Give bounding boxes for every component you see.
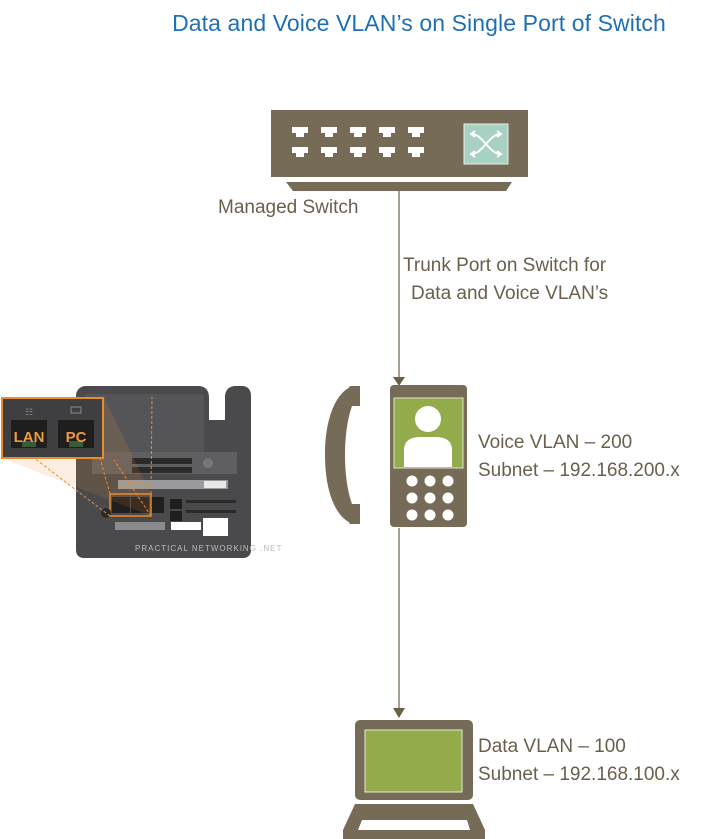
port-callout: LAN PC ☷ xyxy=(1,397,104,459)
switch-port xyxy=(350,127,366,137)
data-subnet-label: Subnet – 192.168.100.x xyxy=(478,764,680,785)
keypad xyxy=(406,475,454,521)
diagram-title: Data and Voice VLAN’s on Single Port of … xyxy=(172,10,666,36)
svg-text:☷: ☷ xyxy=(25,407,33,417)
keypad-button xyxy=(442,475,454,487)
keypad-button xyxy=(442,509,454,521)
trunk-label-line1: Trunk Port on Switch for xyxy=(403,255,607,276)
voice-subnet-label: Subnet – 192.168.200.x xyxy=(478,460,680,481)
switch-port xyxy=(321,147,337,157)
laptop-icon[interactable] xyxy=(343,720,485,839)
keypad-button xyxy=(406,492,418,504)
trunk-label-line2: Data and Voice VLAN’s xyxy=(411,283,609,304)
arrowhead-phone xyxy=(393,377,405,386)
switch-ports xyxy=(292,127,424,157)
switch-port xyxy=(379,147,395,157)
switch-port xyxy=(408,147,424,157)
keypad-button xyxy=(406,509,418,521)
keypad-button xyxy=(424,509,436,521)
keypad-button xyxy=(424,492,436,504)
keypad-button xyxy=(406,475,418,487)
photo-watermark: PRACTICAL NETWORKING .NET xyxy=(135,544,282,553)
switch-port xyxy=(350,147,366,157)
switch-port xyxy=(379,127,395,137)
switch-port xyxy=(292,147,308,157)
switch-port xyxy=(292,127,308,137)
keypad-button xyxy=(442,492,454,504)
managed-switch-icon[interactable] xyxy=(271,110,528,191)
ip-phone-icon[interactable] xyxy=(325,385,467,527)
data-vlan-label: Data VLAN – 100 xyxy=(478,736,626,757)
switch-port xyxy=(321,127,337,137)
voice-vlan-label: Voice VLAN – 200 xyxy=(478,432,633,453)
arrowhead-computer xyxy=(393,708,405,718)
pc-port-label: PC xyxy=(66,429,87,446)
lan-port-label: LAN xyxy=(14,429,45,446)
keypad-button xyxy=(424,475,436,487)
switch-port xyxy=(408,127,424,137)
switch-label: Managed Switch xyxy=(218,197,359,218)
